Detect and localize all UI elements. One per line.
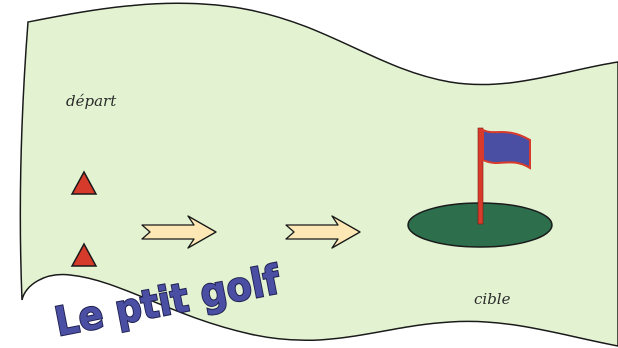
start-label: départ bbox=[66, 92, 117, 110]
target-label: cible bbox=[474, 290, 511, 308]
flag-icon bbox=[483, 130, 530, 168]
